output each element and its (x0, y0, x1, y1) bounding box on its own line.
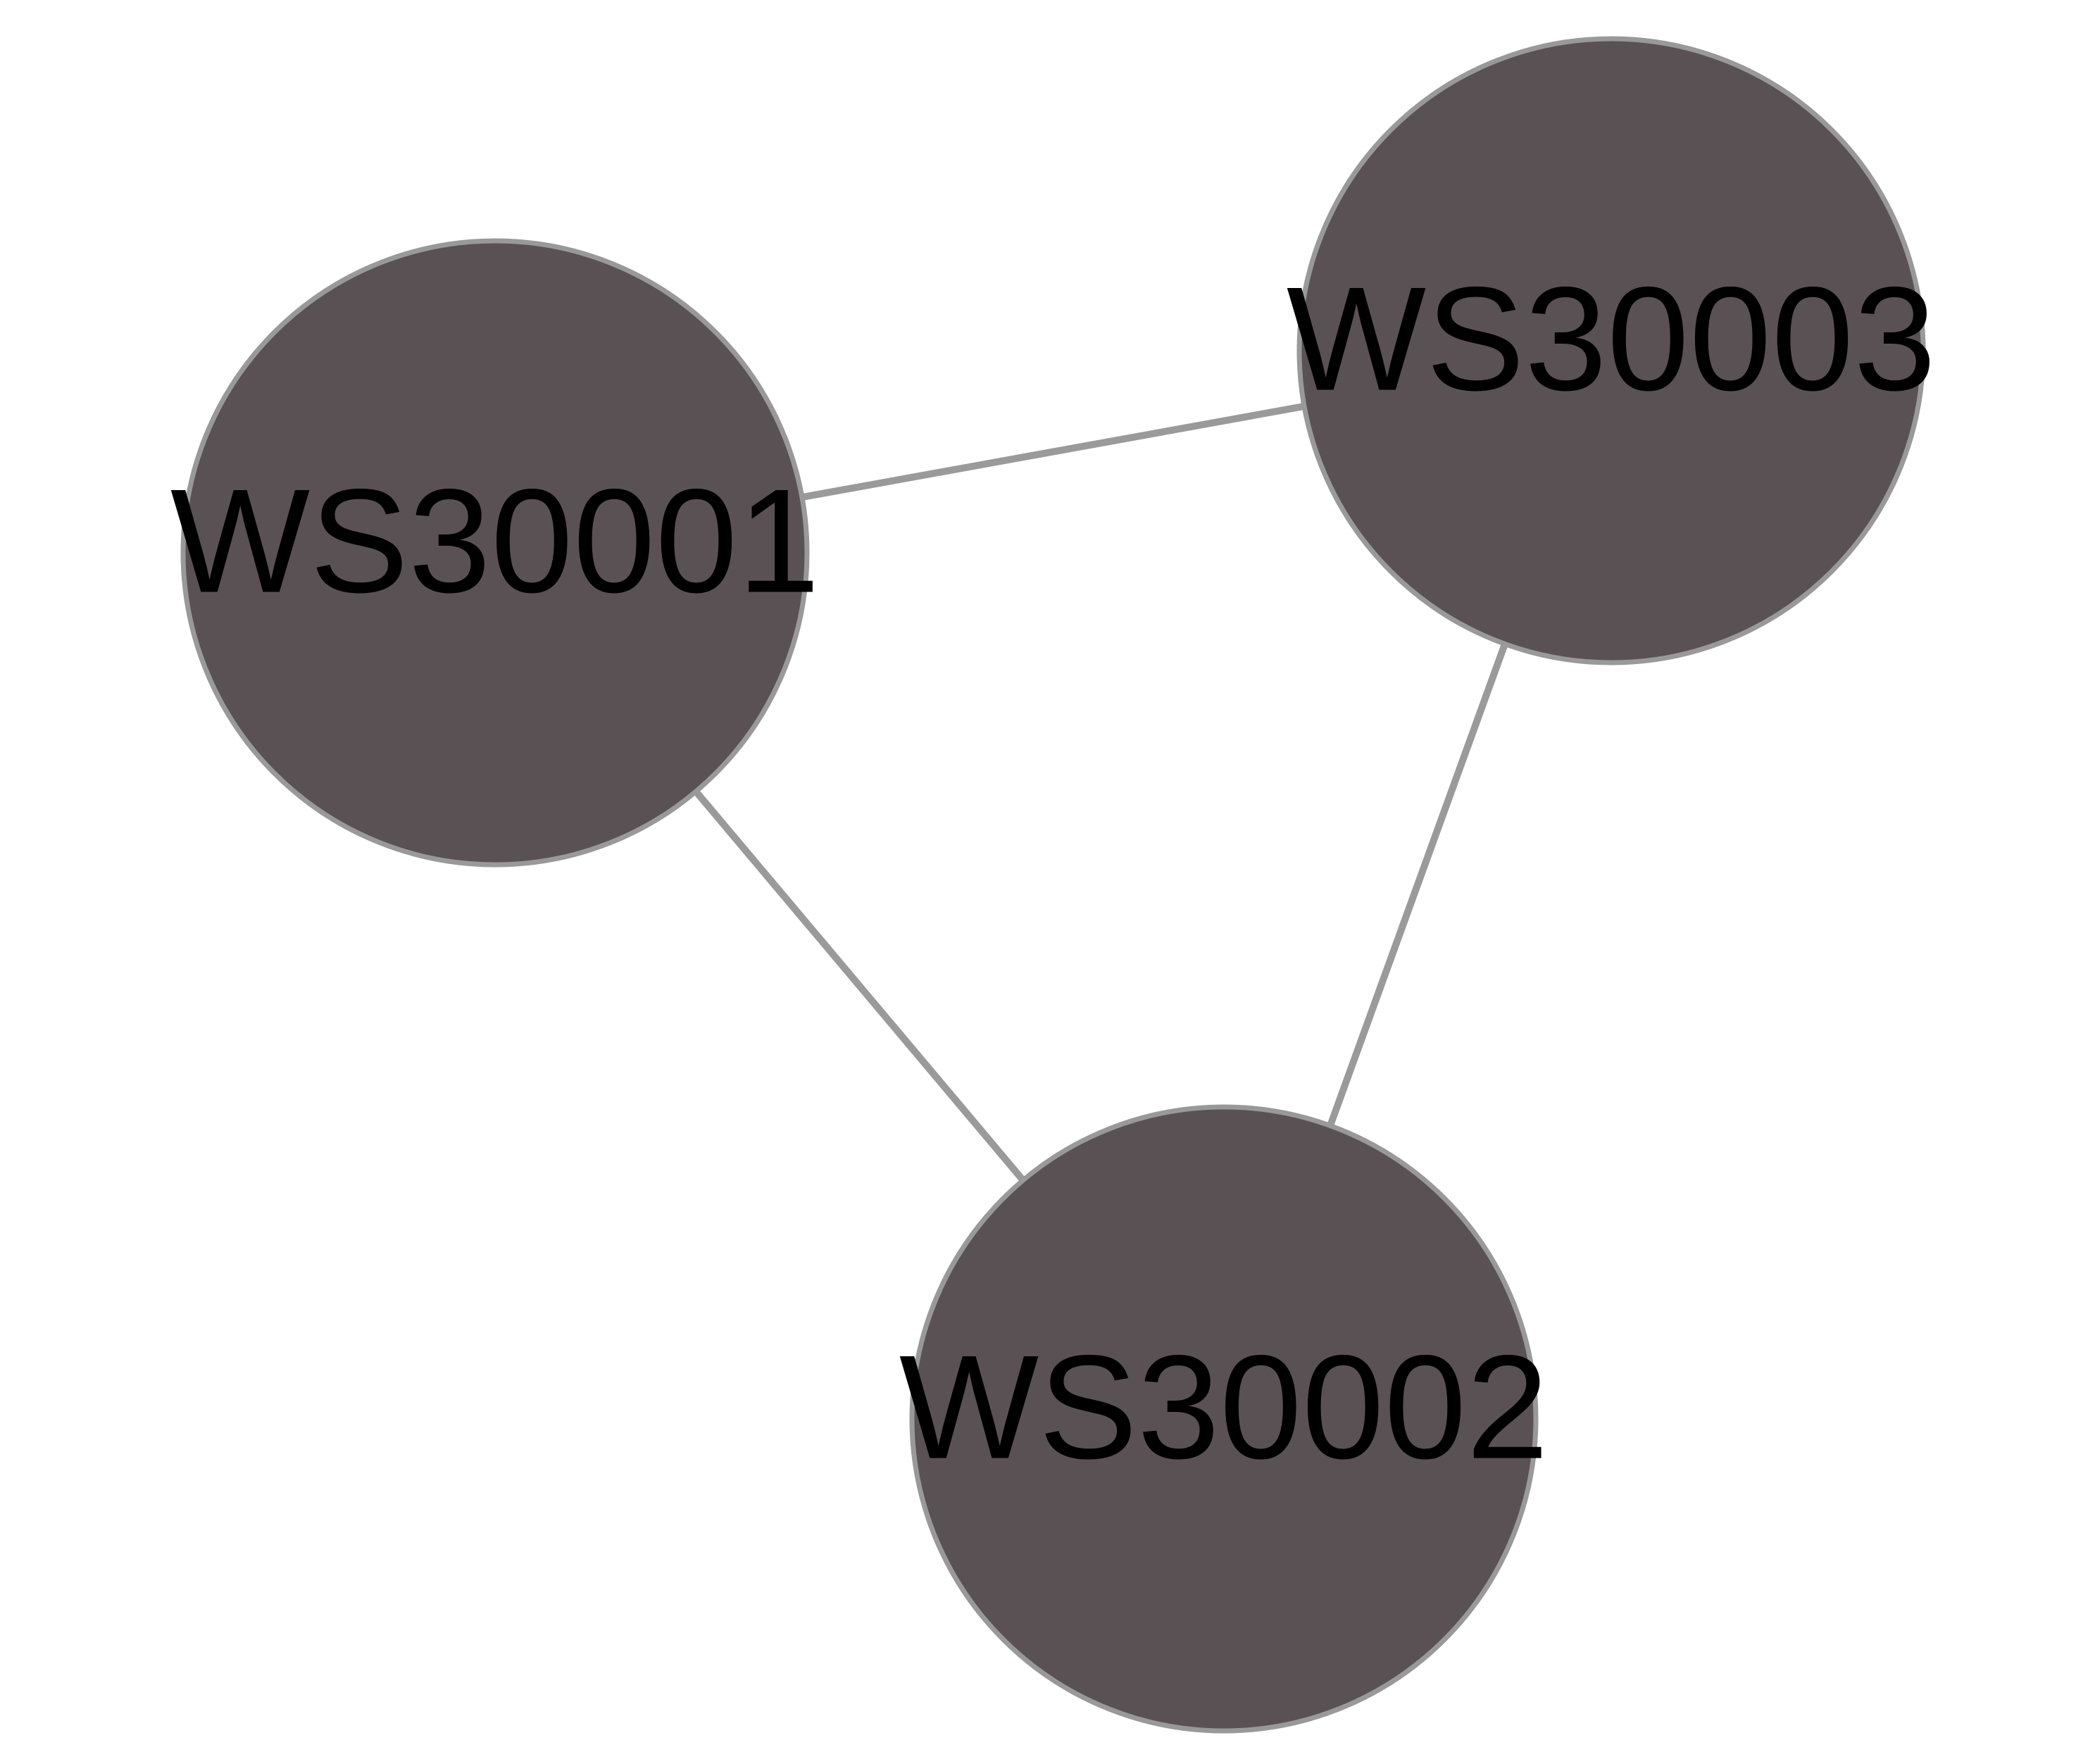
node-ws30003[interactable]: WS30003 (1287, 36, 1936, 665)
node-label: WS30001 (170, 458, 820, 623)
node-circle[interactable] (1296, 36, 1926, 665)
node-circle[interactable] (180, 238, 810, 868)
node-label: WS30002 (899, 1324, 1549, 1489)
node-circle[interactable] (909, 1104, 1539, 1734)
node-ws30001[interactable]: WS30001 (170, 238, 820, 868)
node-ws30002[interactable]: WS30002 (899, 1104, 1549, 1734)
node-label: WS30003 (1287, 256, 1936, 421)
